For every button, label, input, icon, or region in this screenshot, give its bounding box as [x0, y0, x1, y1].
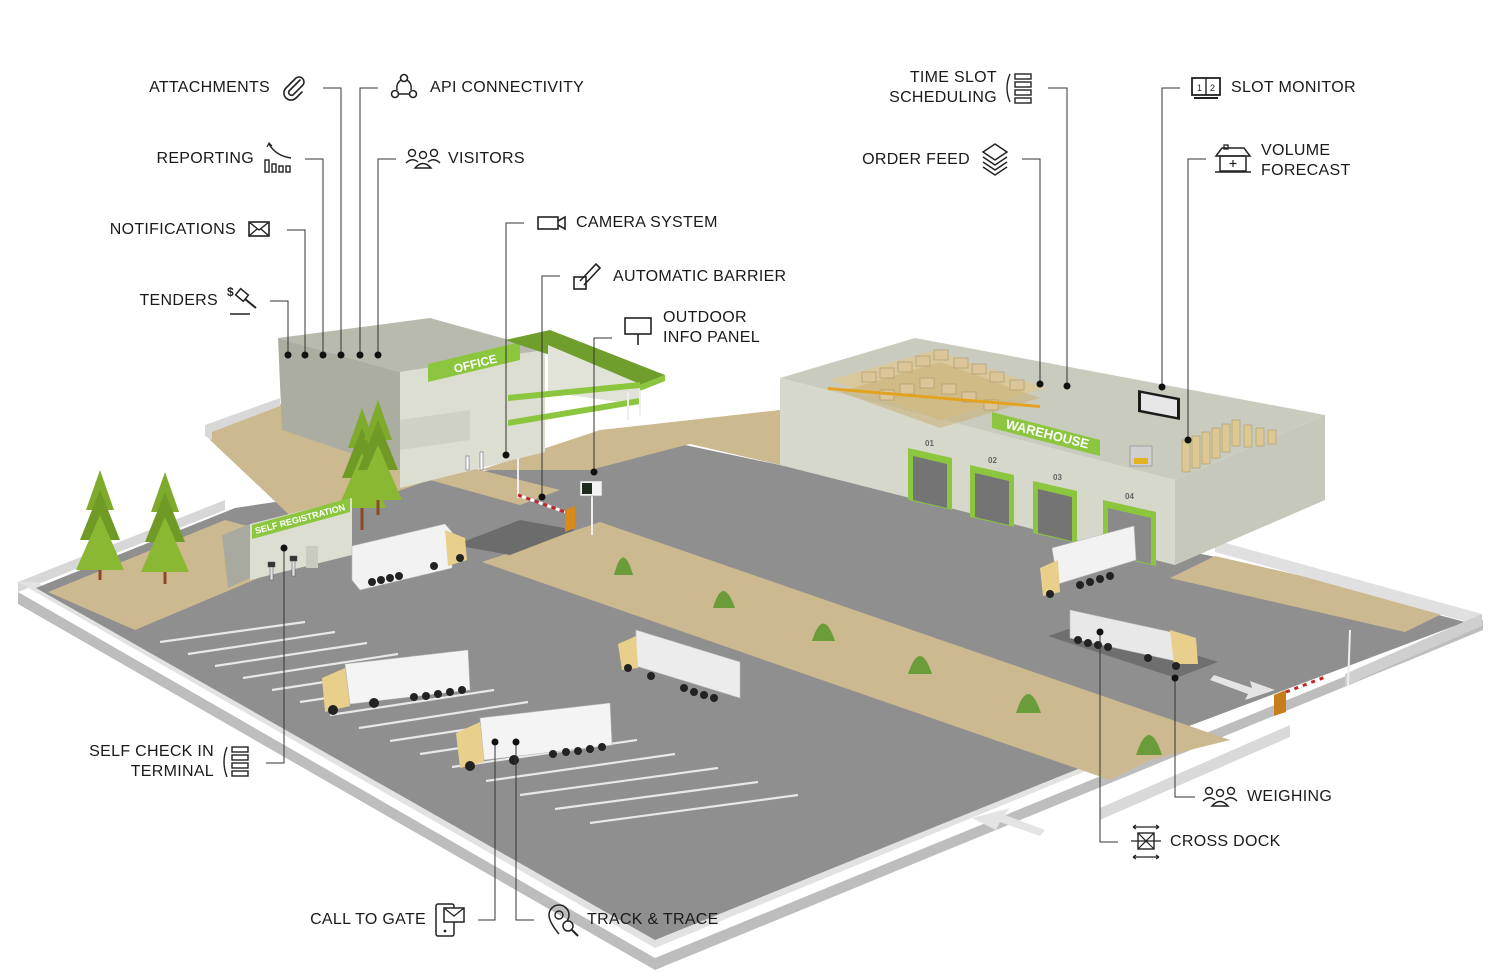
- people-icon: [405, 148, 441, 170]
- feature-label-cross-dock[interactable]: CROSS DOCK: [1170, 833, 1281, 850]
- svg-text:04: 04: [1125, 492, 1134, 501]
- truck: [1040, 525, 1137, 598]
- warehouse-plus-icon: [1214, 144, 1252, 174]
- signboard-icon: [624, 316, 652, 346]
- dock-doors: 01 02 03 04: [908, 439, 1156, 566]
- schedule-list-icon: [1003, 72, 1033, 104]
- svg-text:$: $: [227, 285, 234, 299]
- office-sign: [428, 342, 520, 382]
- barrier-icon: [572, 261, 602, 293]
- trucks: [322, 523, 1198, 771]
- warehouse-sign: [992, 412, 1100, 456]
- feature-label-order-feed[interactable]: ORDER FEED: [862, 151, 970, 168]
- leader-lines: [266, 87, 1206, 921]
- feature-label-weighing[interactable]: WEIGHING: [1247, 788, 1333, 805]
- dock-door-01: 01: [908, 439, 952, 510]
- svg-text:01: 01: [925, 439, 934, 448]
- sand-top: [480, 410, 780, 470]
- label-line: VOLUME: [1261, 142, 1331, 159]
- label-line: SCHEDULING: [889, 89, 997, 106]
- trees: [76, 400, 402, 584]
- warehouse-building: WAREHOUSE 01 02 03 04: [780, 338, 1325, 566]
- forklift: [1129, 445, 1153, 467]
- outdoor-info-panel: [579, 480, 603, 535]
- feature-label-outdoor-info-panel[interactable]: OUTDOOR INFO PANEL: [663, 308, 760, 348]
- label-line: INFO PANEL: [663, 329, 760, 346]
- feature-label-api-connectivity[interactable]: API CONNECTIVITY: [430, 79, 585, 96]
- exit-barrier: [1274, 674, 1329, 716]
- sand-median: [482, 522, 1230, 780]
- feature-label-self-check-in-terminal[interactable]: SELF CHECK IN TERMINAL: [70, 742, 214, 782]
- entrance-barrier: [517, 458, 575, 532]
- feature-label-notifications[interactable]: NOTIFICATIONS: [109, 221, 236, 238]
- label-line: FORECAST: [1261, 162, 1351, 179]
- self-registration-building: SELF REGISTRATION: [222, 498, 352, 588]
- svg-text:02: 02: [988, 456, 997, 465]
- people-icon: [1202, 786, 1238, 808]
- light-pole: [1347, 629, 1351, 687]
- feature-label-reporting[interactable]: REPORTING: [156, 150, 254, 167]
- svg-text:03: 03: [1053, 473, 1062, 482]
- svg-text:2: 2: [1210, 83, 1215, 93]
- leader-dots: [280, 351, 1192, 746]
- kiosks: [267, 555, 298, 581]
- feature-label-time-slot-scheduling[interactable]: TIME SLOT SCHEDULING: [860, 68, 997, 108]
- feature-label-tenders[interactable]: TENDERS: [139, 292, 218, 309]
- feature-label-call-to-gate[interactable]: CALL TO GATE: [310, 911, 426, 928]
- visitors-figures: [465, 451, 484, 471]
- slot-monitor-screen: [1138, 390, 1180, 420]
- truck: [456, 702, 613, 771]
- label-line: OUTDOOR: [663, 309, 747, 326]
- envelope-icon: [248, 220, 270, 238]
- terminal-list-icon: [220, 745, 250, 779]
- svg-text:1: 1: [1197, 83, 1202, 93]
- office-canopy: [505, 330, 665, 385]
- feature-label-slot-monitor[interactable]: SLOT MONITOR: [1231, 79, 1356, 96]
- feature-label-track-and-trace[interactable]: TRACK & TRACE: [587, 911, 719, 928]
- truck: [618, 629, 741, 702]
- feature-label-volume-forecast[interactable]: VOLUME FORECAST: [1261, 141, 1351, 181]
- feature-label-visitors[interactable]: VISITORS: [448, 150, 525, 167]
- feature-label-automatic-barrier[interactable]: AUTOMATIC BARRIER: [613, 268, 787, 285]
- warehouse-racks: [828, 349, 1045, 428]
- gavel-dollar-icon: $: [226, 284, 260, 318]
- truck: [351, 523, 467, 591]
- paperclip-icon: [280, 74, 308, 102]
- phone-message-icon: [434, 902, 466, 938]
- location-search-icon: [548, 904, 580, 938]
- label-line: TIME SLOT: [909, 69, 997, 86]
- video-camera-icon: [537, 214, 567, 232]
- direction-arrow: [972, 675, 1275, 836]
- self-registration-sign: [252, 498, 350, 539]
- shrubs: [614, 557, 1162, 755]
- network-icon: [390, 72, 418, 100]
- feature-label-camera-system[interactable]: CAMERA SYSTEM: [576, 214, 718, 231]
- sand-right: [1170, 556, 1450, 632]
- truck: [322, 649, 471, 715]
- layers-icon: [981, 142, 1009, 178]
- label-line: SELF CHECK IN: [89, 743, 214, 760]
- stock-rolls: [1181, 419, 1277, 473]
- feature-label-attachments[interactable]: ATTACHMENTS: [149, 79, 270, 96]
- bar-chart-icon: [264, 141, 294, 174]
- label-line: TERMINAL: [130, 763, 214, 780]
- dock-door-03: 03: [1033, 473, 1077, 543]
- cross-dock-icon: [1130, 824, 1162, 860]
- dock-door-02: 02: [970, 456, 1014, 527]
